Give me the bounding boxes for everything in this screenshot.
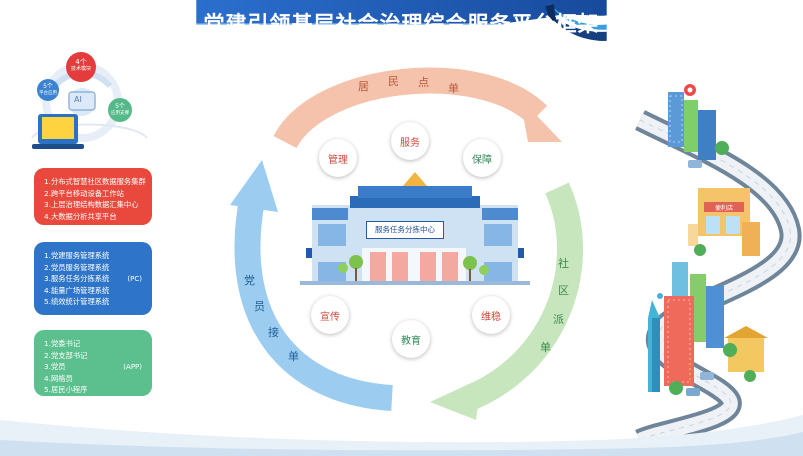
tree-icon — [463, 256, 477, 270]
arrow-right-head — [430, 378, 482, 420]
node-stability-label: 维稳 — [481, 311, 501, 323]
tree-icon — [349, 255, 363, 269]
arrow-left-head — [230, 160, 278, 212]
tech-bubble-5b: 5个 应用支撑 — [108, 98, 132, 122]
node-education: 教育 — [392, 320, 430, 358]
arrow-left-members — [234, 197, 393, 411]
panel3-item-4: 4.网格员 — [44, 373, 73, 383]
arc-top-char-2: 民 — [388, 75, 399, 88]
crown-icon — [403, 172, 427, 186]
arc-right-char-2: 区 — [558, 284, 569, 297]
panel2-item-2: 2.党员服务管理系统 — [44, 262, 110, 272]
panel3-tag: (APP) — [123, 363, 142, 371]
car-icon — [700, 372, 714, 380]
panel1-item-1: 1.分布式智慧社区数据服务集群 — [44, 177, 146, 186]
tech-bubble-4-count: 4个 — [75, 58, 87, 66]
car-icon — [686, 388, 700, 396]
tree-icon — [338, 263, 348, 273]
header-banner — [196, 0, 607, 41]
page-title: 党建引领基层社会治理综合服务平台框架 — [203, 12, 600, 36]
tech-bubble-5b-count: 5个 — [115, 103, 125, 110]
arrow-top-head — [520, 98, 562, 142]
arc-right-char-1: 社 — [558, 257, 569, 270]
tree-icon — [715, 141, 729, 155]
tree-icon — [694, 244, 706, 256]
panel3-item-1: 1.党委书记 — [44, 339, 81, 348]
node-publicity: 宣传 — [311, 296, 349, 334]
panel2-item-3: 3.服务任务分拣系统 — [44, 274, 110, 284]
arc-top-char-4: 单 — [448, 82, 459, 95]
node-guarantee: 保障 — [463, 139, 501, 177]
tech-bubble-5a-count: 5个 — [43, 83, 53, 90]
node-management: 管理 — [319, 139, 357, 177]
panel2-item-1: 1.党建服务管理系统 — [44, 251, 110, 260]
arc-left-char-4: 单 — [288, 350, 299, 363]
tree-icon — [744, 370, 756, 382]
center-label: 服务任务分拣中心 — [366, 221, 444, 239]
node-service: 服务 — [391, 122, 429, 160]
node-guarantee-label: 保障 — [472, 154, 492, 166]
panel2-item-4: 4.能量广场管理系统 — [44, 285, 110, 295]
arrow-right-community — [464, 182, 583, 410]
tree-icon — [479, 265, 489, 275]
tech-bubble-4: 4个 技术模块 — [66, 52, 96, 82]
shop-sign: 便利店 — [715, 204, 733, 212]
arc-left-char-3: 接 — [268, 326, 279, 339]
arc-top-char-1: 居 — [358, 80, 369, 93]
node-education-label: 教育 — [401, 335, 421, 347]
panel2-item-5: 5.绩效统计管理系统 — [44, 297, 110, 307]
panel-app-roles: 1.党委书记 2.党支部书记 3.党员 4.网格员 5.居民小程序 (APP) — [34, 330, 152, 396]
arc-right-char-3: 派 — [553, 313, 564, 326]
arc-right-char-4: 单 — [540, 341, 551, 354]
arc-left-char-1: 党 — [244, 274, 255, 287]
node-service-label: 服务 — [400, 137, 420, 149]
tech-bubble-5a: 5个 平台应用 — [37, 79, 59, 101]
panel1-item-4: 4.大数据分析共享平台 — [44, 211, 117, 221]
ai-label: AI — [74, 95, 82, 104]
panel2-tag: (PC) — [127, 275, 142, 283]
node-management-label: 管理 — [328, 154, 348, 166]
panel3-item-2: 2.党支部书记 — [44, 350, 88, 360]
panel-pc-systems: 1.党建服务管理系统 2.党员服务管理系统 3.服务任务分拣系统 4.能量广场管… — [34, 242, 152, 315]
panel1-item-2: 2.跨平台移动设备工作站 — [44, 188, 124, 198]
car-icon — [688, 160, 702, 168]
tree-icon — [669, 381, 683, 395]
arc-left-char-2: 员 — [254, 300, 265, 313]
tree-icon — [723, 343, 737, 357]
node-publicity-label: 宣传 — [320, 311, 340, 323]
panel3-item-3: 3.党员 — [44, 362, 66, 372]
panel-infrastructure: 1.分布式智慧社区数据服务集群 2.跨平台移动设备工作站 3.上层治理结构数据汇… — [34, 168, 152, 225]
panel1-item-3: 3.上层治理结构数据汇集中心 — [44, 200, 139, 210]
tech-bubble-4-label: 技术模块 — [70, 66, 91, 72]
panel3-item-5: 5.居民小程序 — [44, 385, 88, 395]
ai-core-icon — [68, 88, 96, 116]
arc-top-char-3: 点 — [418, 76, 429, 89]
tech-bubble-5b-label: 应用支撑 — [111, 111, 129, 116]
node-stability: 维稳 — [472, 296, 510, 334]
arrow-top-residents — [273, 67, 548, 149]
tech-bubble-5a-label: 平台应用 — [39, 91, 57, 96]
